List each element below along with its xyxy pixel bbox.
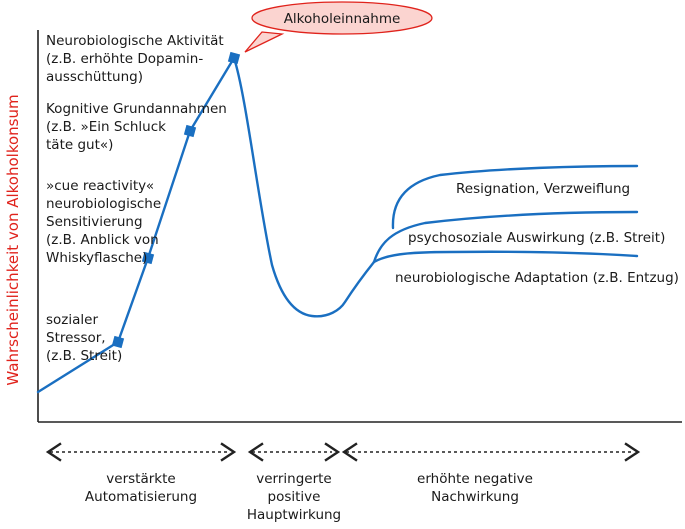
- label-psychosocial: psychosoziale Auswirkung (z.B. Streit): [408, 230, 665, 246]
- callout-bubble: [244, 31, 285, 53]
- svg-text:Kognitive Grundannahmen(z.B. »: Kognitive Grundannahmen(z.B. »Ein Schluc…: [46, 101, 227, 153]
- callout-ellipse: [251, 1, 433, 35]
- svg-text:Neurobiologische Aktivität(z.B: Neurobiologische Aktivität(z.B. erhöhte …: [46, 33, 224, 85]
- phase-arrow-1: [45, 442, 237, 462]
- marker-neurobiological-activity: [227, 51, 241, 65]
- y-axis-label: Wahrscheinlichkeit von Alkoholkonsum: [4, 94, 22, 385]
- label-resignation: Resignation, Verzweiflung: [456, 181, 630, 197]
- label-cognitive-beliefs: Kognitive Grundannahmen(z.B. »Ein Schluc…: [46, 101, 227, 153]
- svg-text:»cue reactivity«neurobiologisc: »cue reactivity«neurobiologischeSensitiv…: [46, 178, 161, 266]
- branch-neurobiological: [372, 250, 639, 264]
- callout-text: Alkoholeinnahme: [284, 11, 401, 27]
- marker-cognitive-beliefs: [183, 124, 197, 138]
- phase-arrow-2: [247, 442, 341, 462]
- main-curve: [36, 56, 376, 394]
- marker-social-stressor: [111, 335, 125, 349]
- branch-resignation: [391, 164, 639, 230]
- marker-cue-reactivity: [141, 251, 155, 265]
- label-neurobiological-activity: Neurobiologische Aktivität(z.B. erhöhte …: [46, 33, 224, 85]
- phase-arrow-3: [341, 442, 641, 462]
- alcohol-intake-callout: Alkoholeinnahme: [244, 1, 433, 53]
- label-neurobiological-adaptation: neurobiologische Adaptation (z.B. Entzug…: [395, 270, 679, 286]
- branch-psychosocial: [372, 210, 639, 264]
